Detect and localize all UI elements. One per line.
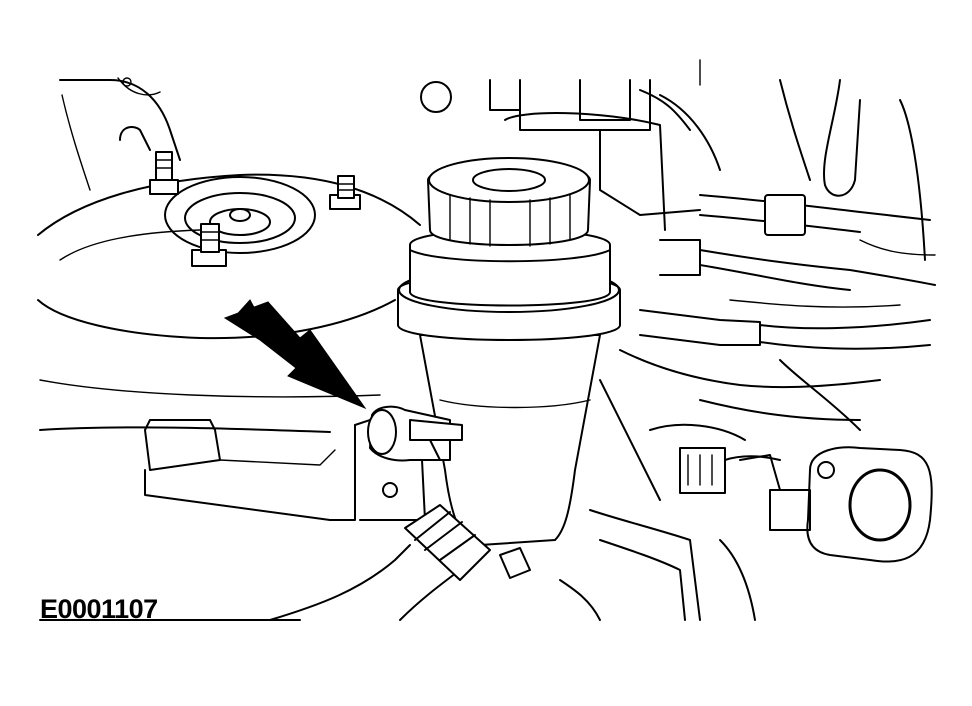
strut-mount-top — [164, 176, 316, 254]
electrical-connector — [649, 423, 781, 494]
lower-tubes — [559, 509, 756, 621]
mount-stud-left — [149, 151, 179, 195]
reservoir-outlet — [367, 405, 463, 462]
background-components — [420, 59, 926, 261]
strut-tower — [37, 77, 421, 398]
reservoir-cap — [427, 157, 591, 247]
mount-stud-right — [329, 175, 361, 210]
wiring-harness — [599, 194, 936, 501]
pointer-arrow-icon — [223, 299, 367, 410]
mount-stud-lower — [191, 223, 227, 267]
fluid-reservoir — [397, 229, 621, 546]
flange-fitting — [739, 446, 933, 563]
figure-reference-label: E0001107 — [40, 594, 158, 624]
return-hose — [269, 504, 531, 621]
